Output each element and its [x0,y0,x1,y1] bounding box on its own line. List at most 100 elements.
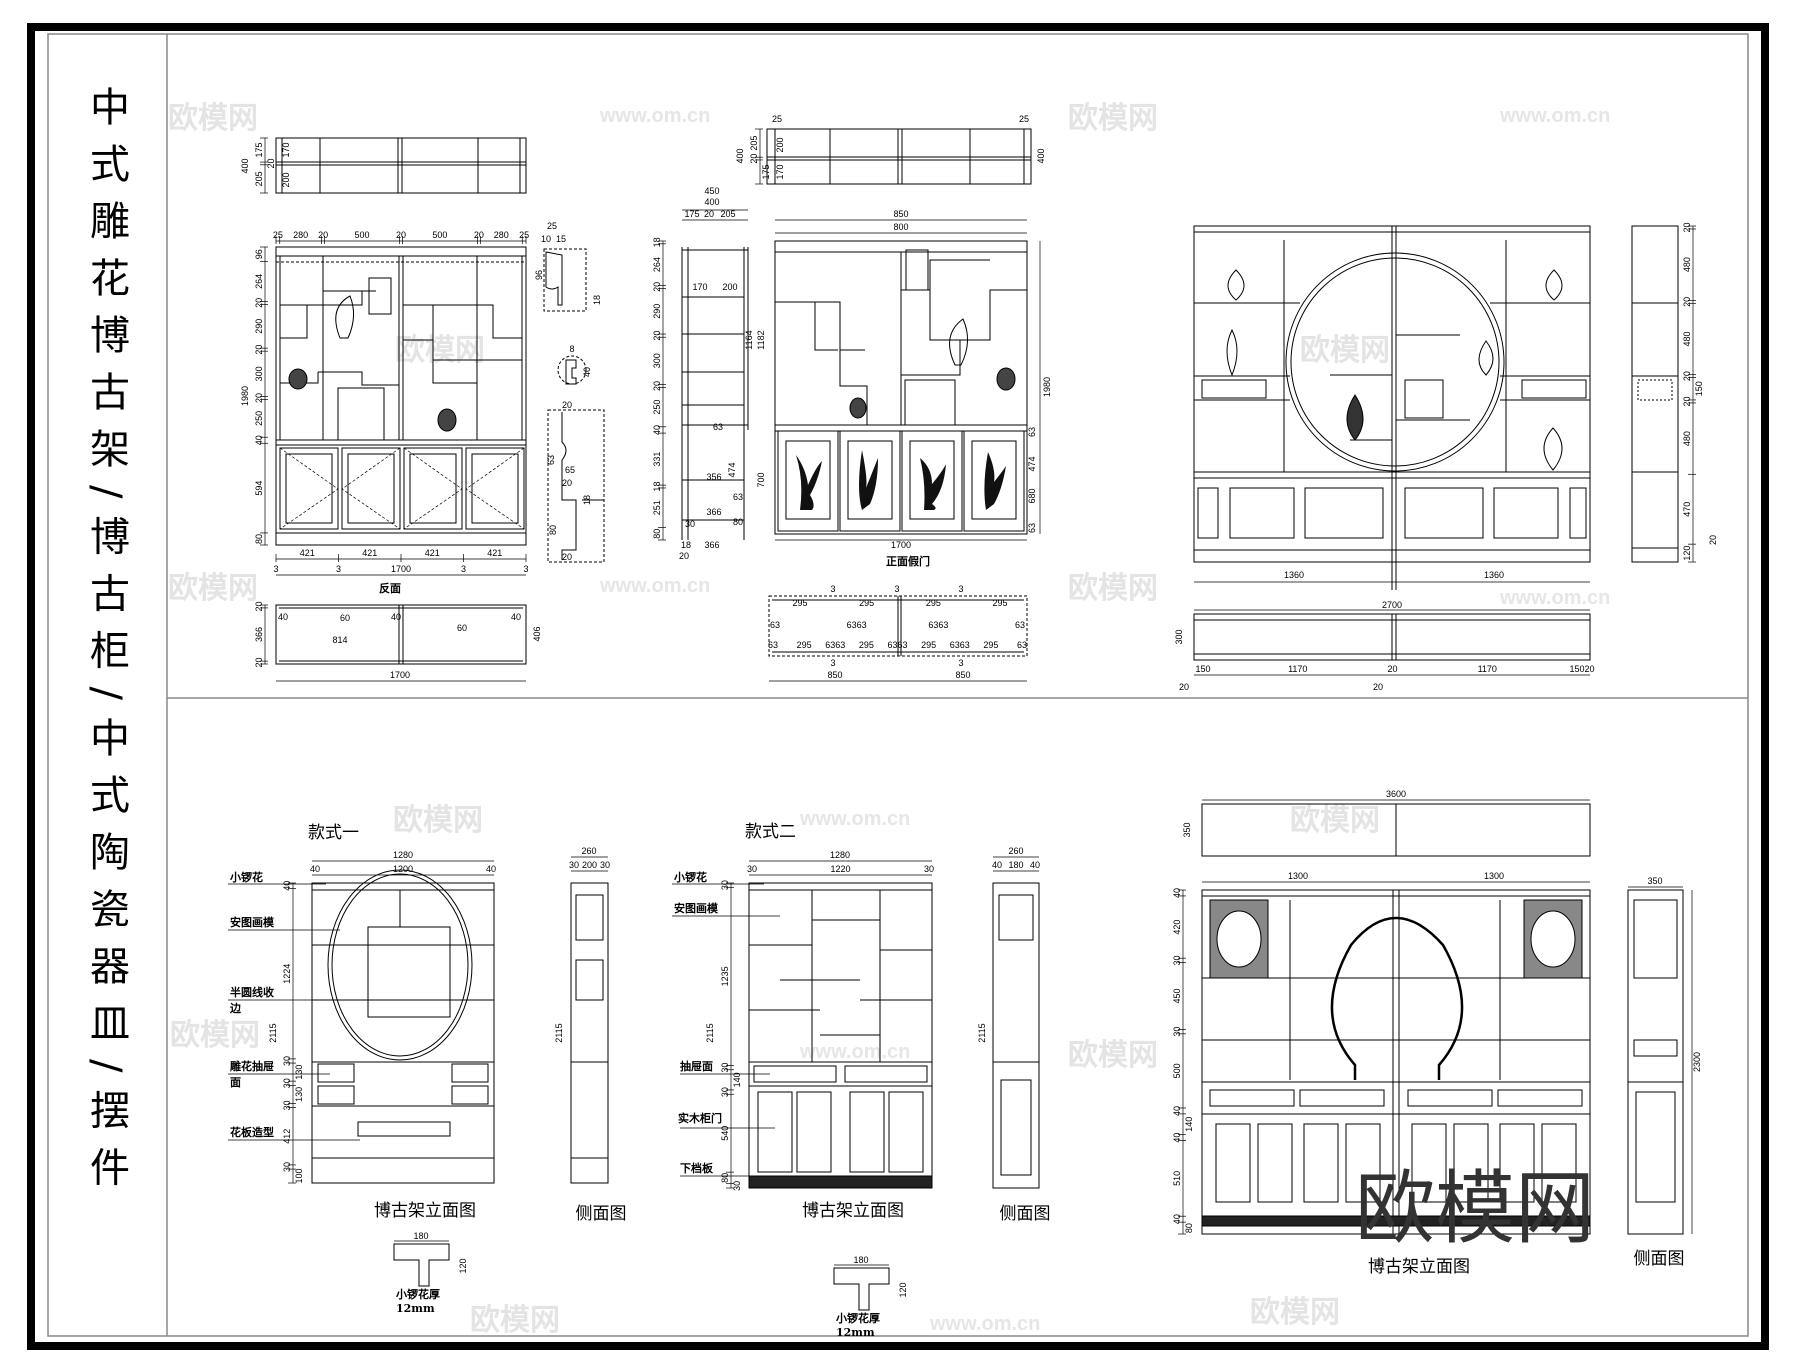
dimension-label: 80 [548,525,558,535]
dimension-label: 30 [1172,955,1182,965]
dimension-label: 3 [461,564,466,574]
dimension-label: 63 [713,422,723,432]
dimension-label: 8 [569,344,574,354]
watermark-brand: 欧模网 [1290,804,1380,837]
watermark-url: www.om.cn [599,575,710,597]
watermark-brand: 欧模网 [170,1019,260,1052]
dimension-label: 20 [396,230,406,240]
dimension-label: 40 [1172,1133,1182,1143]
dimension-label: 30 [282,1056,292,1066]
front-plan-bottom [768,595,1028,657]
dimension-label: 205 [749,136,759,151]
rear-view-label: 反面 [379,581,401,595]
dimension-label: 295 [992,598,1007,608]
dimension-label: 170 [775,164,785,179]
dimension-label: 180 [1008,860,1023,870]
style2-side-view [992,882,1040,1189]
watermark-brand: 欧模网 [470,1304,560,1337]
dimension-label: 700 [756,472,766,487]
dimension-label: 20 [254,601,264,611]
dimension-label: 30 [720,1087,730,1097]
dimension-label: 2115 [268,1023,278,1042]
dimension-label: 25 [1019,114,1029,124]
dimension-label: 3 [523,564,528,574]
dimension-label: 300 [254,366,264,381]
dimension-label: 2115 [977,1023,987,1042]
dimension-label: 20 [704,209,714,219]
dimension-label: 130 [294,1065,304,1080]
dimension-label: 40 [310,864,320,874]
dimension-label: 20 [1708,535,1718,545]
dimension-label: 6363 [928,620,948,630]
dimension-label: 18 [582,495,592,505]
dimension-label: 63 [1015,620,1025,630]
dimension-label: 2115 [705,1023,715,1042]
dimension-label: 205 [720,209,735,219]
dimension-label: 20 [266,158,276,168]
style2-caption: 博古架立面图 [802,1201,904,1221]
dimension-label: 421 [362,548,377,558]
dimension-label: 200 [775,137,785,152]
dimension-label: 40 [1172,888,1182,898]
watermark-brand: 欧模网 [1068,572,1158,605]
dimension-label: 850 [955,670,970,680]
callout-carved-drawer-2: 面 [230,1076,241,1089]
round-side-view [1631,225,1679,563]
style2-detail-thickness: 12mm [836,1326,875,1339]
dimension-label: 350 [1182,822,1192,837]
dimension-label: 3 [336,564,341,574]
dimension-label: 30 [569,860,579,870]
dimension-label: 40 [278,612,288,622]
dimension-label: 10 [541,234,551,244]
watermark-url: www.om.cn [1499,105,1610,127]
dimension-label: 40 [582,367,592,377]
dimension-label: 20 [318,230,328,240]
dimension-label: 60 [340,613,350,623]
dimension-label: 331 [652,452,662,467]
dimension-label: 1170 [1478,664,1497,674]
front-view-label: 正面假门 [886,554,930,568]
dimension-label: 100 [294,1169,304,1184]
dimension-label: 96 [534,270,544,280]
dimension-label: 63 [770,620,780,630]
dimension-label: 20 [679,551,689,561]
dimension-label: 40 [486,864,496,874]
style1-detail-thickness: 12mm [396,1302,435,1315]
dimension-label: 421 [300,548,315,558]
dimension-label: 366 [706,507,721,517]
dimension-label: 30 [720,880,730,890]
dimension-label: 20 [1682,371,1692,381]
callout-small-bracket: 小锣花 [673,870,707,884]
dimension-label: 3600 [1386,789,1406,799]
dimension-label: 40 [1030,860,1040,870]
dimension-label: 1280 [393,850,413,860]
dimension-label: 200 [722,282,737,292]
dimension-label: 295 [797,640,812,650]
dimension-label: 30 [600,860,610,870]
watermark-brand: 欧模网 [1068,102,1158,135]
dimension-label: 140 [732,1072,742,1087]
callout-picture-molding: 安图画模 [230,915,275,929]
callout-half-round-edge-2: 边 [229,1001,242,1015]
dimension-label: 500 [1172,1063,1182,1078]
dimension-label: 450 [704,186,719,196]
watermark-brand: 欧模网 [393,804,483,837]
style1-side-view [570,882,609,1184]
dimension-label: 20 [1179,682,1189,692]
dimension-label: 1300 [1484,871,1504,881]
dimension-label: 40 [254,435,264,445]
callout-kick-board: 下档板 [680,1161,714,1175]
dimension-label: 1200 [393,864,413,874]
dimension-label: 3 [958,658,963,668]
dimension-label: 15020 [1569,664,1594,674]
callout-carved-drawer: 雕花抽屉 [230,1059,274,1073]
large-side-caption: 侧面图 [1634,1249,1685,1269]
dimension-label: 20 [474,230,484,240]
dimension-label: 1980 [1042,377,1052,397]
dimension-label: 480 [1682,431,1692,446]
watermark-brand: 欧模网 [1300,334,1390,367]
dimension-label: 120 [1682,546,1692,561]
dimension-label: 180 [413,1231,428,1241]
watermark-logo: 欧模网 [1355,1162,1595,1255]
